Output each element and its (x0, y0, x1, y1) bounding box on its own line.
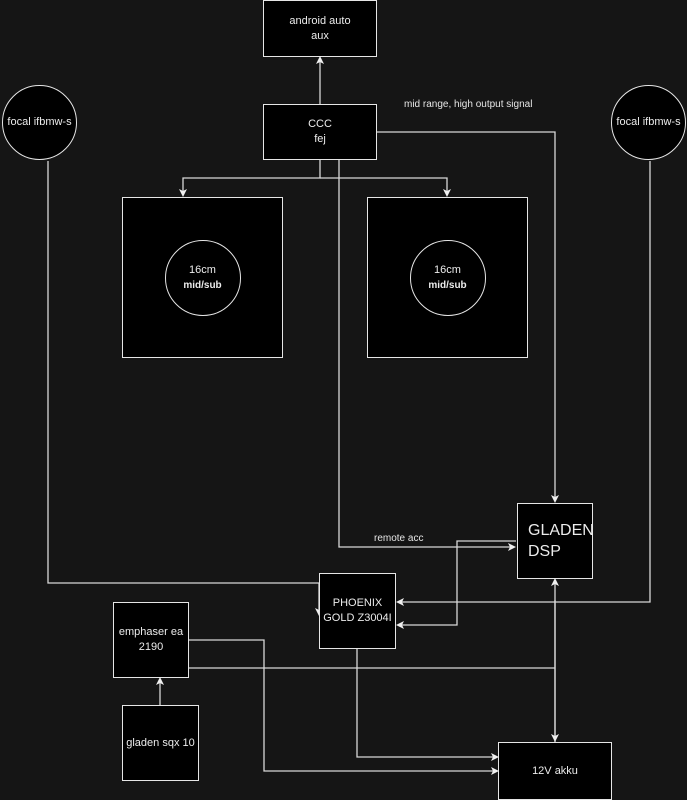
speaker-right-size: 16cm (434, 263, 461, 276)
battery-box[interactable]: 12V akku (498, 742, 612, 800)
wire-phoenix-to-battery (356, 649, 499, 761)
emphaser-line1: emphaser ea (118, 626, 184, 638)
phoenix-gold-box[interactable]: PHOENIX GOLD Z3004I (319, 573, 396, 649)
android-auto-line1: android auto (289, 14, 351, 27)
gladen-dsp-box[interactable]: GLADEN DSP (517, 503, 594, 579)
wire-focal-right-to-phoenix (396, 161, 651, 606)
speaker-right-box[interactable]: 16cm mid/sub (367, 197, 528, 358)
speaker-right-type: mid/sub (428, 279, 467, 291)
gladen-sqx-box[interactable]: gladen sqx 10 (122, 705, 199, 781)
wire-ccc-to-speaker-left (179, 159, 321, 197)
wire-dsp-to-phoenix (396, 540, 516, 629)
emphaser-box[interactable]: emphaser ea 2190 (113, 602, 189, 678)
speaker-left-circle: 16cm mid/sub (164, 239, 241, 316)
signal-edge-label: mid range, high output signal (404, 99, 533, 110)
phoenix-line1: PHOENIX (332, 597, 383, 609)
speaker-left-size: 16cm (189, 263, 216, 276)
gladen-sqx-label: gladen sqx 10 (126, 736, 195, 749)
ccc-line2: fej (314, 133, 326, 145)
focal-left-tweeter[interactable]: focal ifbmw-s (2, 85, 77, 160)
android-auto-box[interactable]: android auto aux (263, 0, 377, 57)
wire-ccc-to-speaker-right (320, 177, 451, 197)
wire-ccc-to-dsp (376, 131, 559, 503)
gladen-dsp-line1: GLADEN (528, 522, 594, 539)
emphaser-line2: 2190 (138, 641, 164, 653)
speaker-right-circle: 16cm mid/sub (409, 239, 486, 316)
android-auto-line2: aux (311, 29, 329, 42)
gladen-dsp-line2: DSP (528, 543, 561, 560)
speaker-left-box[interactable]: 16cm mid/sub (122, 197, 283, 358)
ccc-line1: CCC (308, 118, 332, 130)
wire-emphaser-to-battery (188, 639, 499, 775)
phoenix-line2: GOLD Z3004I (323, 612, 392, 624)
focal-right-tweeter[interactable]: focal ifbmw-s (611, 85, 686, 160)
wire-remote-acc (338, 159, 516, 551)
remote-acc-label: remote acc (374, 533, 424, 544)
focal-left-label: focal ifbmw-s (7, 116, 72, 128)
ccc-box[interactable]: CCC fej (263, 104, 377, 160)
focal-right-label: focal ifbmw-s (616, 116, 681, 128)
battery-label: 12V akku (532, 764, 578, 777)
speaker-left-type: mid/sub (183, 279, 222, 291)
